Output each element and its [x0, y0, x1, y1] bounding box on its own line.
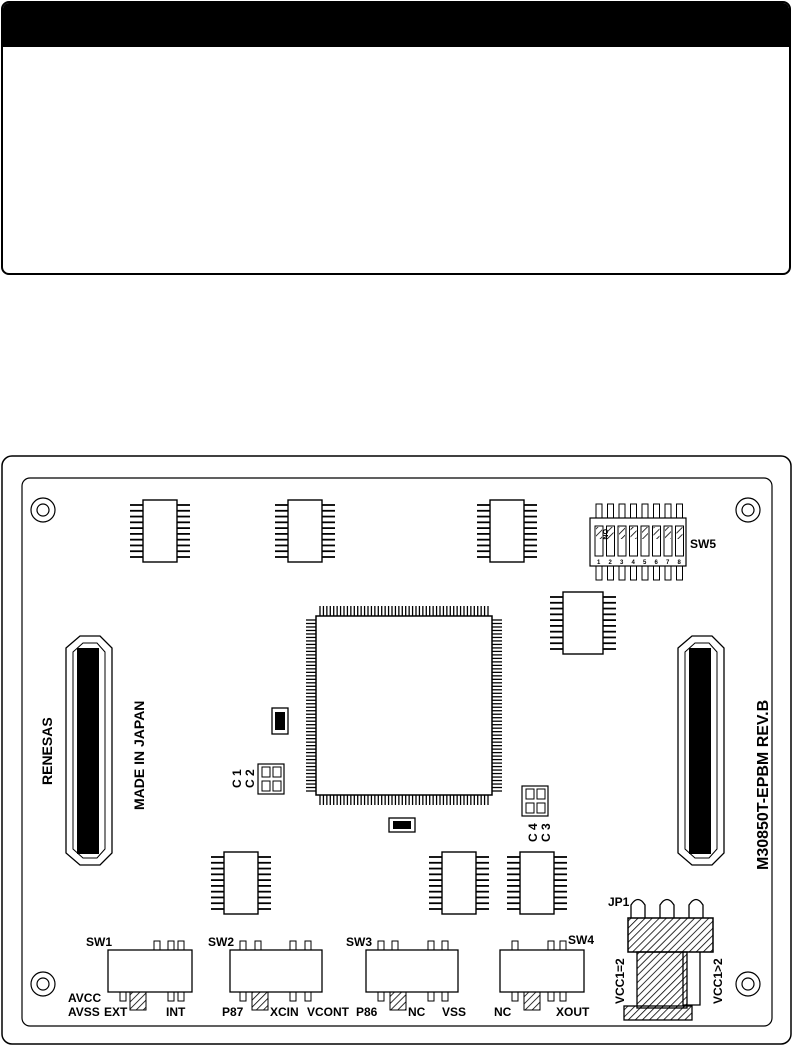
c2-label: C 2	[243, 769, 257, 788]
dip-position-number: 8	[678, 560, 682, 566]
sw5-label: SW5	[690, 537, 716, 551]
ic-chip	[507, 851, 567, 915]
dip-on-mark: ON	[601, 529, 608, 540]
capacitor-pads-c1-c2	[257, 763, 285, 795]
brand-label: RENESAS	[39, 717, 55, 785]
resistor-component	[271, 707, 289, 735]
sw1-int-label: INT	[166, 1005, 186, 1019]
jumper-left-label: VCC1=2	[613, 958, 627, 1004]
mounting-hole	[735, 497, 761, 523]
right-connector	[677, 635, 725, 866]
slide-switch-sw1[interactable]	[107, 940, 193, 1011]
dip-switch-sw5[interactable]: 1 2 3 4 5 6 7 8	[589, 503, 687, 581]
left-connector	[65, 635, 113, 866]
sw3-label: SW3	[346, 935, 372, 949]
slide-switch-sw2[interactable]	[229, 940, 323, 1011]
sw4-label: SW4	[568, 933, 594, 947]
slide-switch-sw3[interactable]	[365, 940, 459, 1011]
sw4-xout-label: XOUT	[556, 1005, 590, 1019]
sw2-xcin-label: XCIN	[270, 1005, 299, 1019]
jumper-jp1[interactable]	[623, 898, 714, 1021]
ic-chip	[477, 499, 537, 563]
ic-chip	[275, 499, 335, 563]
mounting-hole	[30, 971, 56, 997]
sw1-label: SW1	[86, 935, 112, 949]
slide-switch-sw4[interactable]	[499, 940, 585, 1011]
sw2-label: SW2	[208, 935, 234, 949]
dip-position-number: 3	[620, 560, 624, 566]
dip-position-number: 6	[655, 560, 659, 566]
sw1-ext-label: EXT	[104, 1005, 128, 1019]
note-box	[1, 1, 791, 275]
sw3-vss-label: VSS	[442, 1005, 466, 1019]
sw1-avcc-label: AVCC	[68, 991, 101, 1005]
model-label: M30850T-EPBM REV.B	[755, 700, 772, 870]
resistor-component	[388, 817, 416, 833]
note-header-bar	[3, 3, 789, 47]
sw2-vcont-label: VCONT	[307, 1005, 350, 1019]
mcu-chip	[306, 606, 502, 805]
jumper-right-label: VCC1>2	[711, 958, 725, 1004]
ic-chip	[130, 499, 190, 563]
ic-chip	[429, 851, 489, 915]
mounting-hole	[30, 497, 56, 523]
sw1-avss-label: AVSS	[68, 1005, 100, 1019]
ic-chip	[550, 591, 616, 655]
sw3-p86-label: P86	[356, 1005, 378, 1019]
capacitor-pads-c3-c4	[521, 785, 549, 817]
board-outline	[1, 455, 792, 1045]
ic-chip	[211, 851, 271, 915]
jp1-label: JP1	[608, 895, 630, 909]
c3-label: C 3	[539, 823, 553, 842]
dip-position-number: 1	[597, 560, 601, 566]
c4-label: C 4	[526, 823, 540, 842]
origin-label: MADE IN JAPAN	[131, 701, 147, 810]
sw4-nc-label: NC	[494, 1005, 512, 1019]
dip-position-number: 5	[643, 560, 647, 566]
dip-position-number: 2	[609, 560, 613, 566]
dip-position-number: 7	[666, 560, 670, 566]
sw2-p87-label: P87	[222, 1005, 244, 1019]
board-inner-outline	[21, 477, 773, 1027]
dip-position-number: 4	[632, 560, 636, 566]
sw3-nc-label: NC	[408, 1005, 426, 1019]
c1-label: C 1	[230, 769, 244, 788]
mounting-hole	[735, 971, 761, 997]
